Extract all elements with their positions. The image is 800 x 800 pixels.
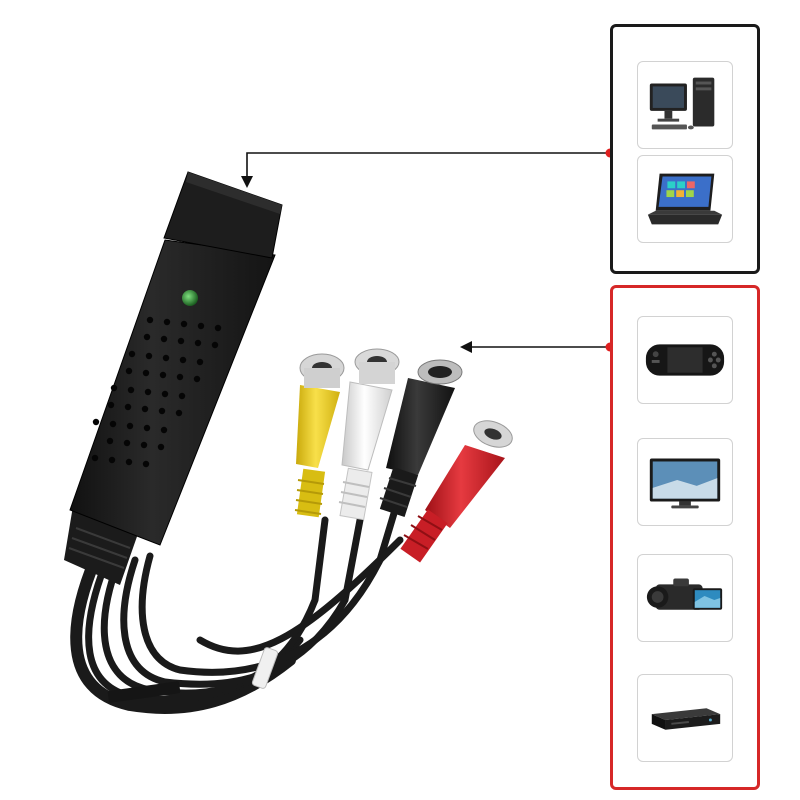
vent-hole	[160, 426, 168, 434]
vent-hole	[140, 441, 148, 449]
vent-hole	[159, 371, 167, 379]
vent-hole	[92, 418, 100, 426]
desktop-computer-icon	[649, 77, 715, 130]
vent-hole	[160, 335, 168, 343]
vent-hole	[158, 407, 166, 415]
vent-hole	[180, 320, 188, 328]
vent-hole	[157, 443, 165, 451]
vent-hole	[162, 354, 170, 362]
vent-hole	[179, 356, 187, 364]
rca-white-connector	[338, 348, 400, 521]
vent-hole	[214, 324, 222, 332]
s-video-connector	[379, 359, 463, 517]
dvd-player-tile	[637, 674, 733, 762]
vent-hole	[145, 352, 153, 360]
vent-hole	[193, 375, 201, 383]
vent-hole	[144, 388, 152, 396]
vent-hole	[142, 369, 150, 377]
desktop-computer-tile	[637, 61, 733, 149]
vent-hole	[106, 437, 114, 445]
tv-tile	[637, 438, 733, 526]
vent-hole	[128, 350, 136, 358]
vent-hole	[125, 367, 133, 375]
vent-hole	[110, 384, 118, 392]
vent-hole	[142, 460, 150, 468]
vent-hole	[143, 333, 151, 341]
vent-hole	[123, 439, 131, 447]
connection-arrow-computers	[241, 148, 615, 188]
vent-hole	[146, 316, 154, 324]
rca-yellow-connector	[294, 353, 345, 518]
handheld-game-console-icon	[645, 344, 725, 376]
vent-hole	[91, 454, 99, 462]
tv-monitor-icon	[649, 458, 721, 509]
cable-label-tag	[251, 647, 279, 689]
vent-hole	[127, 386, 135, 394]
vent-hole	[196, 358, 204, 366]
dvd-player-icon	[651, 708, 721, 730]
vent-hole	[176, 373, 184, 381]
vent-hole	[109, 420, 117, 428]
vent-hole	[143, 424, 151, 432]
vent-hole	[161, 390, 169, 398]
game-console-tile	[637, 316, 733, 404]
source-devices-panel	[610, 285, 760, 790]
vent-hole	[194, 339, 202, 347]
vent-hole	[125, 458, 133, 466]
vent-hole	[141, 405, 149, 413]
vent-hole	[197, 322, 205, 330]
computer-devices-panel	[610, 24, 760, 274]
status-led	[182, 290, 198, 306]
vent-hole	[175, 409, 183, 417]
vent-hole	[126, 422, 134, 430]
connection-arrow-sources	[460, 341, 615, 353]
camcorder-icon	[646, 578, 723, 610]
vent-hole	[177, 337, 185, 345]
vent-hole	[107, 401, 115, 409]
camcorder-tile	[637, 554, 733, 642]
vent-hole	[108, 456, 116, 464]
vent-holes	[91, 316, 222, 468]
vent-hole	[124, 403, 132, 411]
laptop-tile	[637, 155, 733, 243]
vent-hole	[178, 392, 186, 400]
rca-red-connector	[400, 420, 513, 563]
vent-hole	[163, 318, 171, 326]
laptop-icon	[647, 173, 723, 225]
usb-dongle	[69, 171, 283, 546]
cable-label-tag	[107, 681, 181, 703]
vent-hole	[211, 341, 219, 349]
